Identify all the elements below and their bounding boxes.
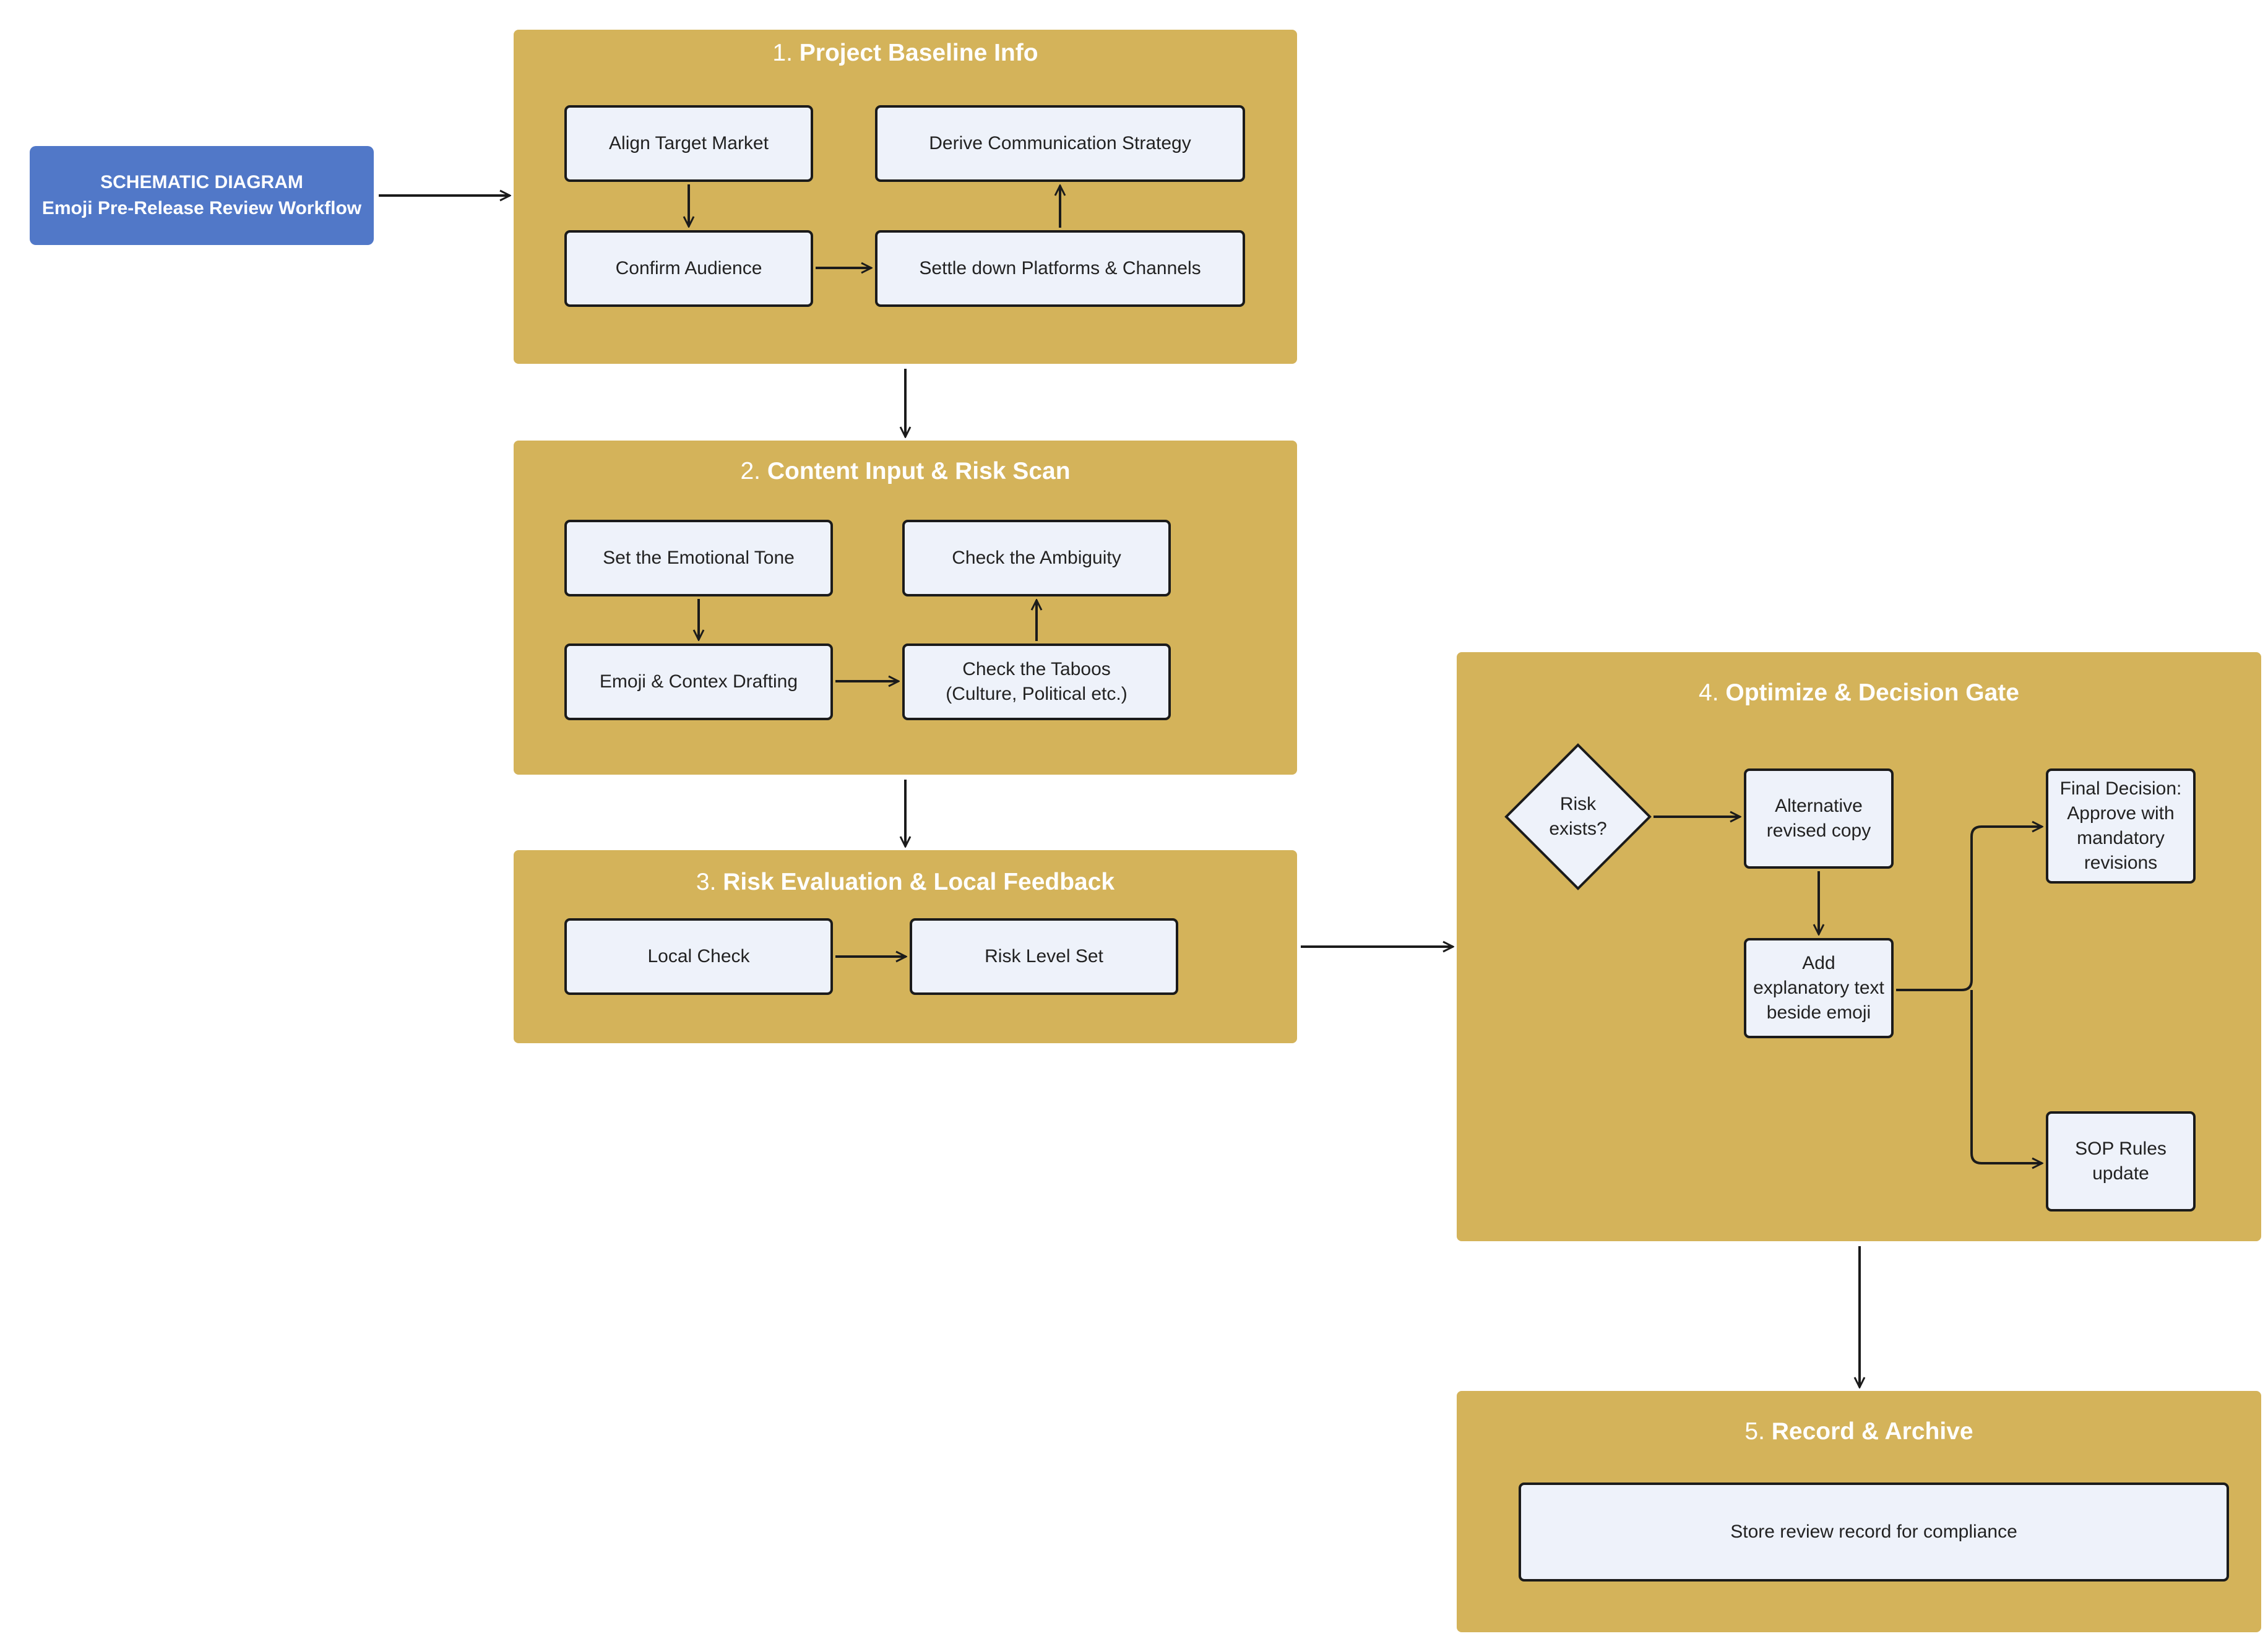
group-title-text: Risk Evaluation & Local Feedback (723, 869, 1115, 895)
title-card: SCHEMATIC DIAGRAM Emoji Pre-Release Revi… (30, 146, 374, 245)
group-number: 2. (740, 458, 761, 484)
node-add-explanatory-text: Add explanatory text beside emoji (1744, 938, 1894, 1038)
group-number: 3. (696, 869, 717, 895)
group-title: 5. Record & Archive (1457, 1418, 2261, 1445)
group-title: 3. Risk Evaluation & Local Feedback (514, 869, 1297, 896)
group-title-text: Record & Archive (1771, 1418, 1973, 1445)
group-number: 4. (1699, 679, 1719, 706)
node-align-target-market: Align Target Market (564, 105, 813, 182)
group-number: 1. (772, 40, 793, 66)
group-content-input: 2. Content Input & Risk Scan (514, 441, 1297, 775)
node-store-review-record: Store review record for compliance (1519, 1483, 2229, 1582)
node-derive-communication-strategy: Derive Communication Strategy (875, 105, 1245, 182)
group-project-baseline: 1. Project Baseline Info (514, 30, 1297, 364)
node-settle-platforms: Settle down Platforms & Channels (875, 230, 1245, 307)
group-title-text: Project Baseline Info (799, 40, 1038, 66)
node-risk-level-set: Risk Level Set (910, 918, 1178, 995)
group-title: 1. Project Baseline Info (514, 40, 1297, 67)
node-final-decision: Final Decision: Approve with mandatory r… (2046, 768, 2196, 884)
node-alternative-revised-copy: Alternative revised copy (1744, 768, 1894, 869)
node-local-check: Local Check (564, 918, 833, 995)
group-title: 4. Optimize & Decision Gate (1457, 679, 2261, 707)
group-title: 2. Content Input & Risk Scan (514, 458, 1297, 485)
node-confirm-audience: Confirm Audience (564, 230, 813, 307)
node-sop-rules-update: SOP Rules update (2046, 1111, 2196, 1211)
node-check-taboos: Check the Taboos (Culture, Political etc… (902, 643, 1171, 720)
node-set-emotional-tone: Set the Emotional Tone (564, 520, 833, 596)
node-check-ambiguity: Check the Ambiguity (902, 520, 1171, 596)
decision-label: Risk exists? (1549, 794, 1607, 839)
group-number: 5. (1744, 1418, 1765, 1445)
title-card-line1: SCHEMATIC DIAGRAM (100, 172, 303, 192)
group-title-text: Content Input & Risk Scan (767, 458, 1071, 484)
node-emoji-context-drafting: Emoji & Contex Drafting (564, 643, 833, 720)
group-title-text: Optimize & Decision Gate (1725, 679, 2019, 706)
decision-diamond (1504, 743, 1652, 890)
title-card-line2: Emoji Pre-Release Review Workflow (41, 198, 362, 218)
